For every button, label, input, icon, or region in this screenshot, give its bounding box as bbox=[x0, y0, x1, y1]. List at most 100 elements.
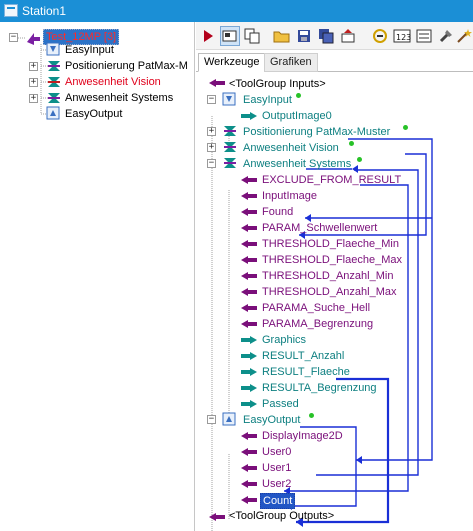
terminal-found[interactable]: Found bbox=[262, 206, 294, 218]
terminal-inputimage[interactable]: InputImage bbox=[262, 190, 318, 202]
ok-status-icon bbox=[349, 141, 354, 146]
ok-status-icon bbox=[296, 93, 301, 98]
save-icon[interactable] bbox=[294, 26, 314, 46]
terminal-user2[interactable]: User2 bbox=[262, 478, 292, 490]
window-titlebar: Station1 bbox=[0, 0, 473, 22]
terminal-resulta-begrenzung[interactable]: RESULTA_Begrenzung bbox=[262, 382, 377, 394]
tree-item-easyinput[interactable]: EasyInput bbox=[65, 44, 114, 56]
window-icon bbox=[4, 4, 18, 17]
tree-item-easyoutput[interactable]: EasyOutput bbox=[65, 108, 123, 120]
input-terminal-arrow bbox=[241, 240, 257, 248]
tool-easyoutput[interactable]: EasyOutput bbox=[243, 414, 301, 426]
save-all-icon[interactable] bbox=[316, 26, 336, 46]
collapse-toggle[interactable]: − bbox=[9, 32, 18, 42]
terminal-displayimage2d[interactable]: DisplayImage2D bbox=[262, 430, 343, 442]
output-terminal-arrow bbox=[241, 352, 257, 360]
expand-toggle[interactable]: + bbox=[29, 61, 38, 71]
terminal-user0[interactable]: User0 bbox=[262, 446, 292, 458]
output-terminal-arrow bbox=[241, 336, 257, 344]
numeric-icon[interactable]: 123 bbox=[392, 26, 412, 46]
ok-status-icon bbox=[357, 157, 362, 162]
terminal-graphics[interactable]: Graphics bbox=[262, 334, 307, 346]
input-terminal-arrow bbox=[241, 304, 257, 312]
toolgroup-outputs[interactable]: <ToolGroup Outputs> bbox=[229, 510, 335, 522]
toolgroup-inputs-arrow bbox=[209, 79, 225, 87]
terminal-user1[interactable]: User1 bbox=[262, 462, 292, 474]
job-tree-pane[interactable]: − Test_12MP [3] EasyInput + Positionieru… bbox=[0, 22, 195, 531]
terminal-outputimage0[interactable]: OutputImage0 bbox=[262, 110, 332, 122]
tools-icon[interactable] bbox=[436, 26, 456, 46]
tools-pane: 123 Werkzeuge Grafiken bbox=[196, 22, 473, 531]
terminal-threshold-anzahl-max[interactable]: THRESHOLD_Anzahl_Max bbox=[262, 286, 397, 298]
input-terminal-arrow bbox=[241, 480, 257, 488]
svg-text:123: 123 bbox=[396, 33, 411, 42]
terminal-passed[interactable]: Passed bbox=[262, 398, 299, 410]
tool-easyinput[interactable]: EasyInput bbox=[243, 94, 292, 106]
open-folder-icon[interactable] bbox=[272, 26, 292, 46]
expand-toggle[interactable]: + bbox=[207, 142, 216, 152]
patmax-tool-icon bbox=[224, 126, 236, 136]
terminal-parama-begrenzung[interactable]: PARAMA_Begrenzung bbox=[262, 318, 374, 330]
terminal-threshold-flaeche-min[interactable]: THRESHOLD_Flaeche_Min bbox=[262, 238, 399, 250]
input-terminal-arrow bbox=[241, 272, 257, 280]
tool-anwesenheit-vision[interactable]: Anwesenheit Vision bbox=[243, 142, 339, 154]
tab-grafiken[interactable]: Grafiken bbox=[264, 53, 318, 72]
tree-item-anwesenheit-vision[interactable]: Anwesenheit Vision bbox=[65, 76, 161, 88]
import-export-icon[interactable] bbox=[338, 26, 358, 46]
easyinput-icon bbox=[46, 42, 60, 56]
terminal-threshold-flaeche-max[interactable]: THRESHOLD_Flaeche_Max bbox=[262, 254, 402, 266]
link-lines bbox=[211, 116, 433, 531]
window-title: Station1 bbox=[22, 4, 67, 18]
input-terminal-arrow bbox=[241, 256, 257, 264]
tree-item-anwesenheit-systems[interactable]: Anwesenheit Systems bbox=[65, 92, 174, 104]
input-terminal-arrow bbox=[241, 224, 257, 232]
input-terminal-arrow bbox=[241, 432, 257, 440]
terminal-result-anzahl[interactable]: RESULT_Anzahl bbox=[262, 350, 345, 362]
input-terminal-arrow bbox=[241, 464, 257, 472]
vision-tool-icon bbox=[224, 142, 236, 152]
wizard-icon[interactable] bbox=[454, 26, 473, 46]
expand-toggle[interactable]: + bbox=[29, 77, 38, 87]
input-terminal-arrow bbox=[241, 288, 257, 296]
terminal-count[interactable]: Count bbox=[260, 493, 296, 509]
systems-tool-icon bbox=[48, 93, 60, 103]
form-icon[interactable] bbox=[414, 26, 434, 46]
toolgroup-icon bbox=[27, 33, 40, 45]
output-terminal-arrow bbox=[241, 368, 257, 376]
terminal-param-schwellenwert[interactable]: PARAM_Schwellenwert bbox=[262, 222, 378, 234]
systems-tool-icon bbox=[224, 158, 236, 168]
output-terminal-arrow bbox=[241, 112, 257, 120]
display-icon[interactable] bbox=[220, 26, 240, 46]
tree-item-positionierung[interactable]: Positionierung PatMax-M bbox=[65, 60, 188, 72]
output-terminal-arrow bbox=[241, 384, 257, 392]
input-terminal-arrow bbox=[241, 448, 257, 456]
terminal-exclude-from-result[interactable]: EXCLUDE_FROM_RESULT bbox=[262, 174, 402, 186]
vision-tool-icon bbox=[48, 77, 60, 87]
input-terminal-arrow bbox=[241, 176, 257, 184]
run-icon[interactable] bbox=[198, 26, 218, 46]
easyinput-icon bbox=[222, 92, 236, 106]
tool-anwesenheit-systems[interactable]: Anwesenheit Systems bbox=[243, 158, 352, 170]
expand-toggle[interactable]: + bbox=[207, 126, 216, 136]
toolbar: 123 bbox=[196, 22, 473, 50]
easyoutput-icon bbox=[222, 412, 236, 426]
link-icon[interactable] bbox=[370, 26, 390, 46]
input-terminal-arrow bbox=[241, 192, 257, 200]
collapse-toggle[interactable]: − bbox=[207, 414, 216, 424]
tab-werkzeuge[interactable]: Werkzeuge bbox=[198, 53, 266, 72]
toolgroup-outputs-arrow bbox=[209, 513, 225, 521]
ok-status-icon bbox=[309, 413, 314, 418]
tree-root-test-12mp[interactable]: Test_12MP [3] bbox=[43, 29, 120, 45]
collapse-toggle[interactable]: − bbox=[207, 158, 216, 168]
output-terminal-arrow bbox=[241, 400, 257, 408]
patmax-tool-icon bbox=[48, 61, 60, 71]
terminal-result-flaeche[interactable]: RESULT_Flaeche bbox=[262, 366, 350, 378]
toolgroup-inputs[interactable]: <ToolGroup Inputs> bbox=[229, 78, 326, 90]
tab-strip: Werkzeuge Grafiken bbox=[196, 52, 473, 72]
tool-positionierung[interactable]: Positionierung PatMax-Muster bbox=[243, 126, 391, 138]
terminal-threshold-anzahl-min[interactable]: THRESHOLD_Anzahl_Min bbox=[262, 270, 394, 282]
expand-toggle[interactable]: + bbox=[29, 93, 38, 103]
collapse-toggle[interactable]: − bbox=[207, 94, 216, 104]
copy-icon[interactable] bbox=[242, 26, 262, 46]
terminal-parama-suche-hell[interactable]: PARAMA_Suche_Hell bbox=[262, 302, 371, 314]
